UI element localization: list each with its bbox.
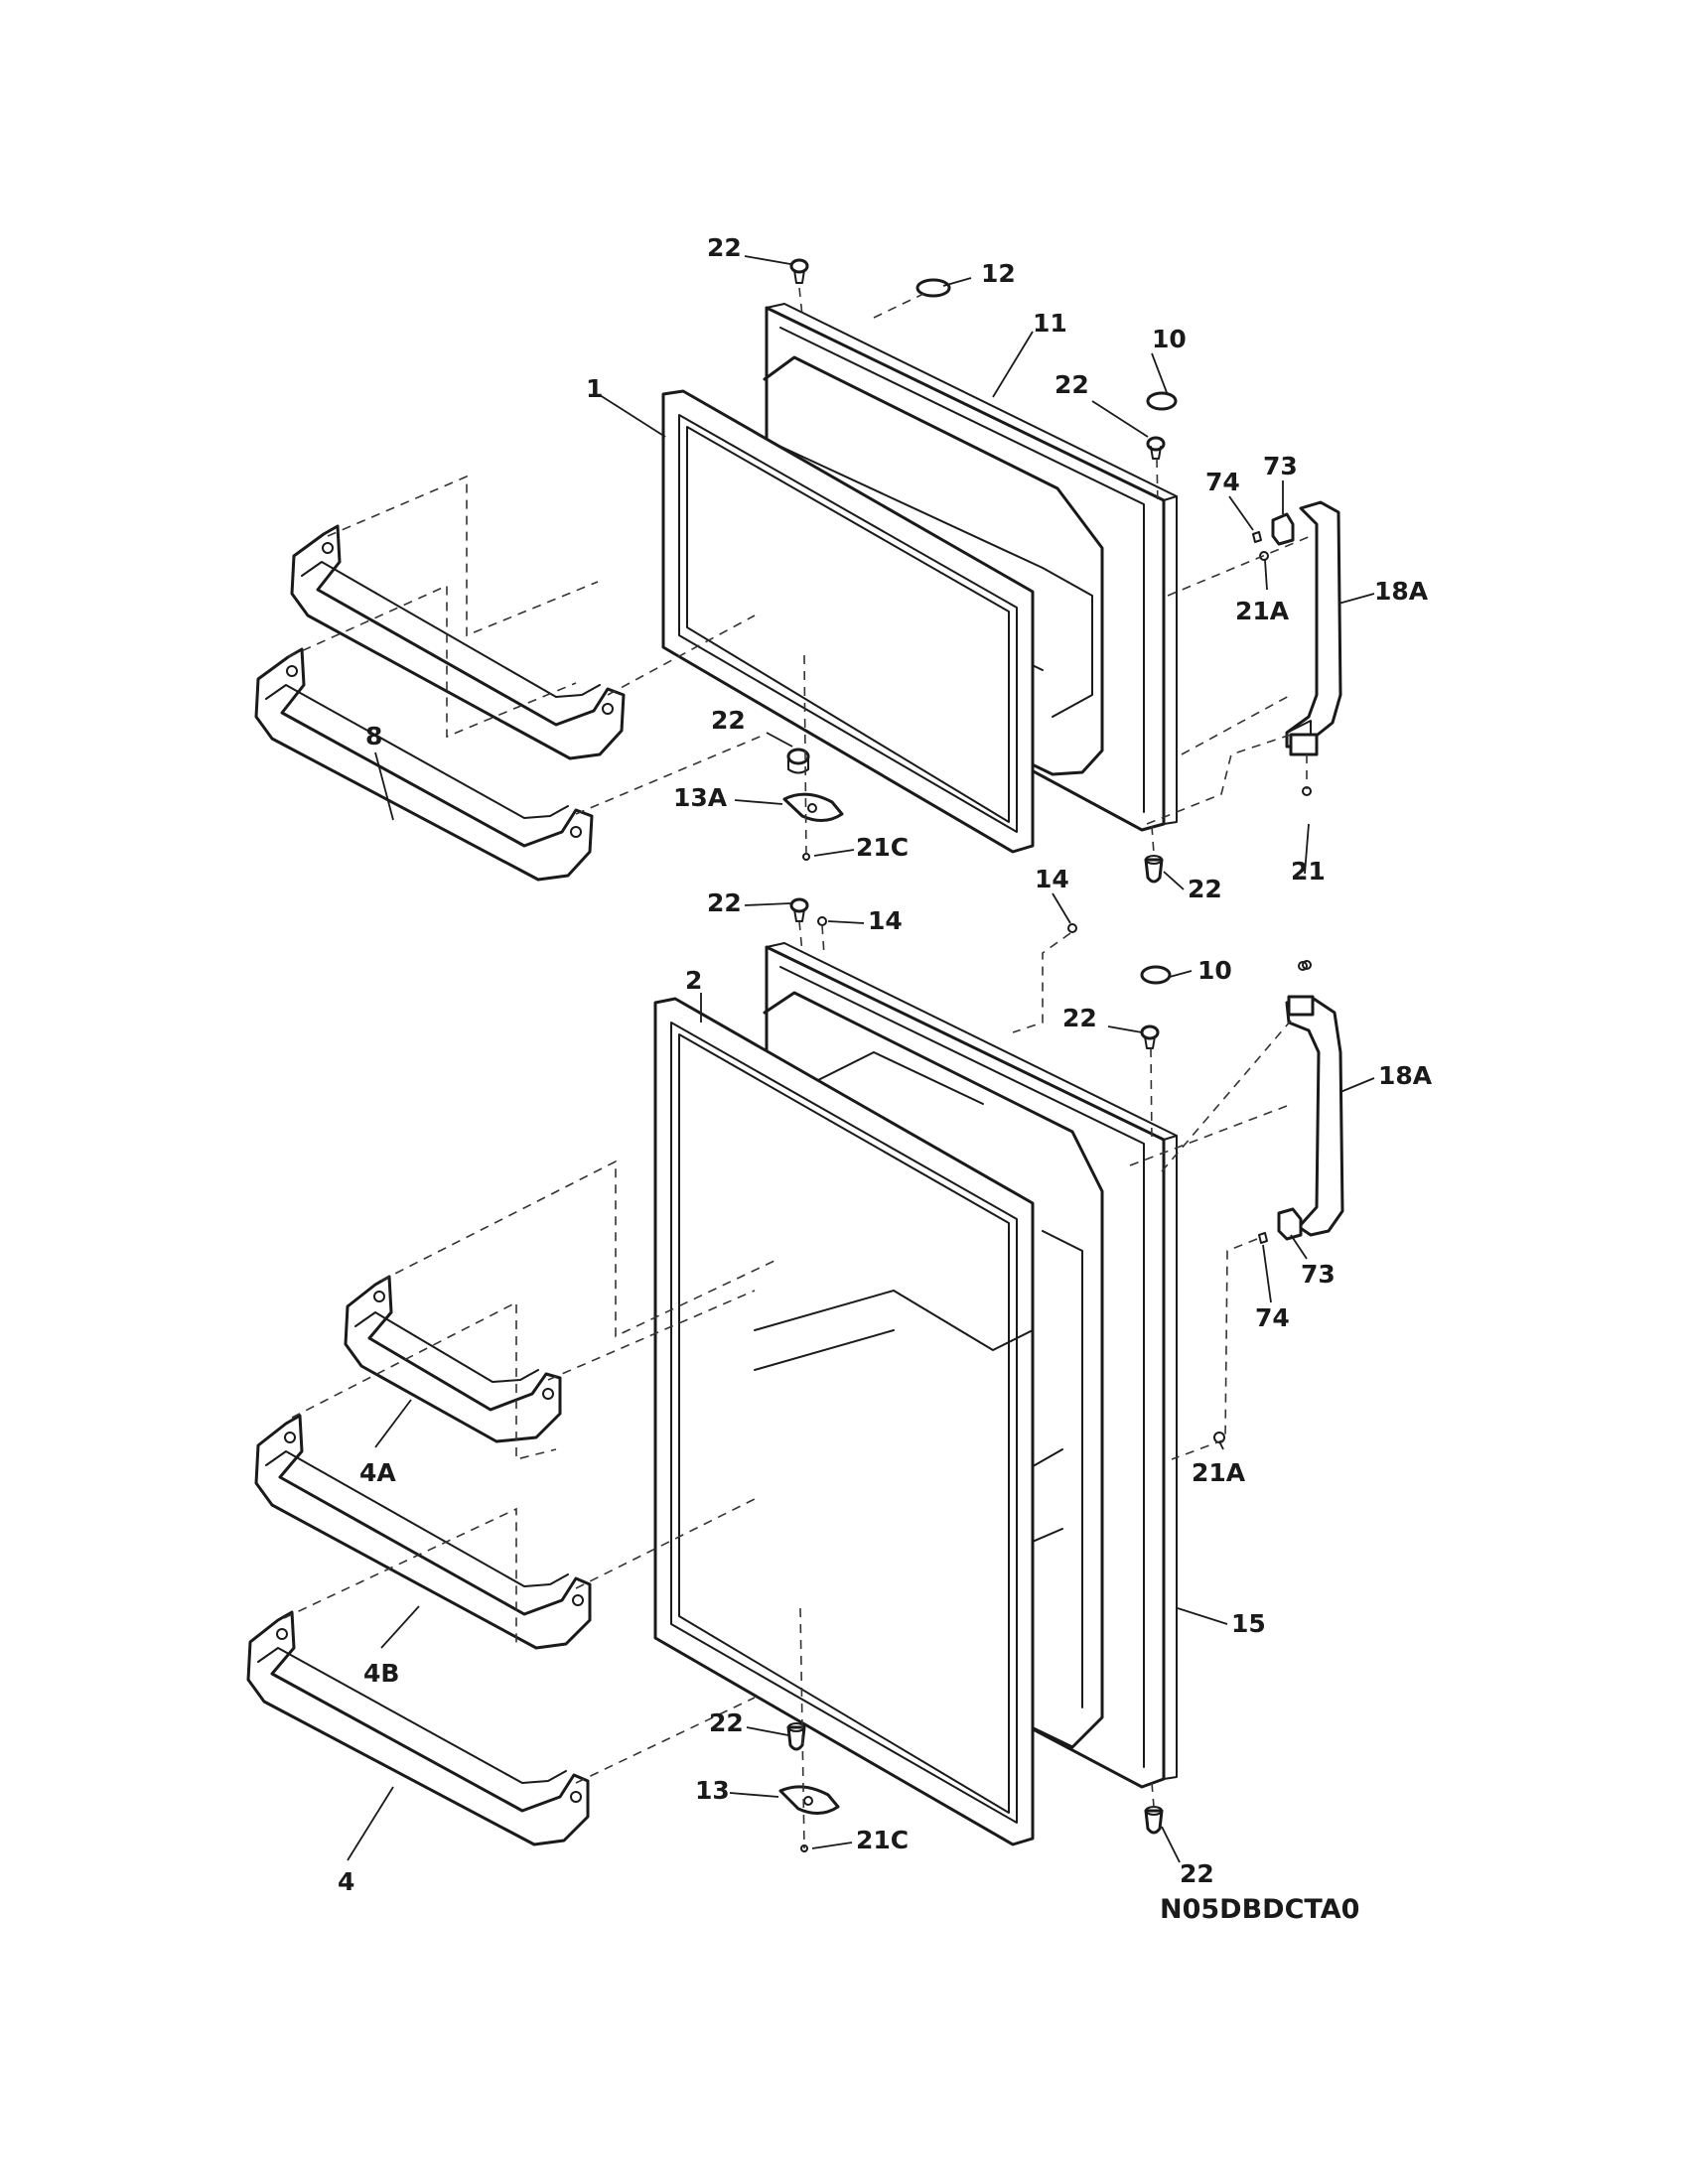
label-4b: 4B: [363, 1659, 399, 1688]
hinge-plate-13: [778, 1785, 840, 1815]
hinge-plate-13a: [782, 792, 844, 822]
label-2: 2: [685, 966, 702, 995]
label-1: 1: [586, 374, 603, 403]
handle-18a-upper: [1285, 500, 1342, 749]
label-22: 22: [1062, 1004, 1097, 1032]
shelf-bar-upper-a: [290, 524, 626, 760]
label-21c: 21C: [856, 833, 909, 862]
label-22: 22: [707, 233, 742, 262]
label-18a: 18A: [1374, 577, 1429, 606]
label-22: 22: [1055, 370, 1089, 399]
leader-lines: [347, 255, 1375, 1863]
label-22: 22: [1180, 1859, 1214, 1888]
drawing-code: N05DBDCTA0: [1160, 1894, 1359, 1925]
label-4: 4: [338, 1867, 354, 1896]
label-4a: 4A: [359, 1458, 396, 1487]
shelf-bars-8: [254, 475, 766, 882]
fresh-food-door-assembly: [653, 897, 1344, 1852]
label-74: 74: [1255, 1303, 1290, 1332]
label-10: 10: [1152, 325, 1187, 353]
label-21c: 21C: [856, 1826, 909, 1854]
label-22: 22: [707, 888, 742, 917]
label-11: 11: [1033, 309, 1067, 338]
label-10: 10: [1197, 956, 1232, 985]
freezer-door-assembly: [661, 258, 1342, 971]
handle-18a-lower: [1285, 995, 1344, 1237]
label-73: 73: [1301, 1260, 1336, 1289]
label-74: 74: [1205, 468, 1240, 496]
part-labels: 22 12 11 10 22 1 74 73 21A 18A 8 22 13A …: [338, 233, 1433, 1896]
shelf-bar-upper-b: [254, 647, 594, 882]
clip-73-upper: [1271, 512, 1295, 546]
label-14: 14: [868, 906, 903, 935]
freezer-door-gasket: [661, 389, 1035, 854]
label-22: 22: [711, 706, 746, 735]
clip-73-lower: [1277, 1207, 1303, 1241]
shelf-bar-4a: [344, 1275, 562, 1443]
label-14: 14: [1035, 865, 1069, 893]
label-13a: 13A: [673, 783, 728, 812]
label-21a: 21A: [1235, 597, 1290, 625]
shelf-bar-4: [246, 1610, 590, 1846]
label-21a: 21A: [1192, 1458, 1246, 1487]
label-22: 22: [1188, 875, 1222, 903]
shelf-bars-4: [246, 1160, 775, 1846]
label-13: 13: [695, 1776, 730, 1805]
label-15: 15: [1231, 1609, 1266, 1638]
fresh-food-door-gasket: [653, 997, 1035, 1846]
cap-10-upper: [1146, 391, 1178, 411]
label-21: 21: [1291, 857, 1326, 886]
cap-10-lower: [1140, 965, 1172, 985]
label-8: 8: [365, 722, 382, 751]
plug-12: [915, 278, 951, 298]
label-22: 22: [709, 1708, 744, 1737]
shelf-bar-4b: [254, 1414, 592, 1650]
label-73: 73: [1263, 452, 1298, 480]
label-18a: 18A: [1378, 1061, 1433, 1090]
label-12: 12: [981, 259, 1016, 288]
